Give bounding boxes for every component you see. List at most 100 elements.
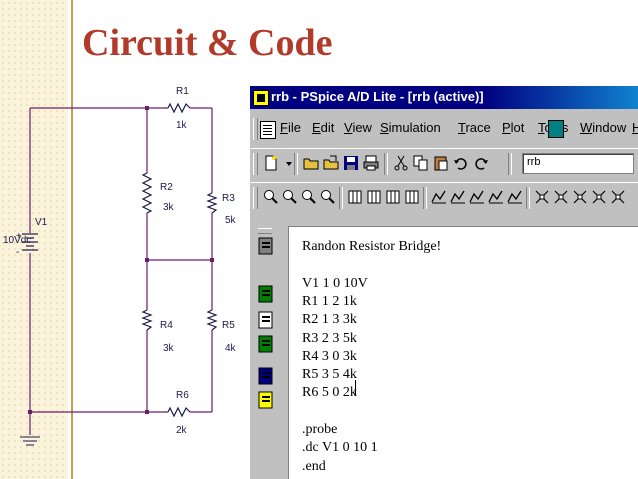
menu-accelerator: S xyxy=(380,120,389,135)
r5-label: R5 xyxy=(222,320,235,331)
toolbar-separator xyxy=(294,153,298,175)
pspice-window: rrb - PSpice A/D Lite - [rrb (active)] F… xyxy=(248,86,638,479)
code-line: .probe xyxy=(302,422,338,437)
save-icon[interactable] xyxy=(342,154,360,172)
fourier-icon[interactable] xyxy=(365,188,383,206)
performance-icon[interactable] xyxy=(384,188,402,206)
code-line: R2 1 3 3k xyxy=(302,312,357,328)
menu-label: iew xyxy=(352,120,372,135)
open-folder-icon[interactable] xyxy=(302,154,320,172)
mdi-child-icon[interactable] xyxy=(548,120,564,138)
menu-label: race xyxy=(465,120,491,135)
r6-label: R6 xyxy=(176,390,189,401)
r2-label: R2 xyxy=(160,182,173,193)
mark-label-icon[interactable] xyxy=(506,188,524,206)
r4-label: R4 xyxy=(160,320,173,331)
menu-accelerator: P xyxy=(502,120,511,135)
menu-window[interactable]: Window xyxy=(580,120,626,135)
window-title: rrb - PSpice A/D Lite - [rrb (active)] xyxy=(271,89,484,104)
app-icon[interactable] xyxy=(253,90,269,106)
menu-accelerator: V xyxy=(344,120,353,135)
side-toolbar-grip[interactable] xyxy=(258,228,272,234)
add-y-axis-icon[interactable] xyxy=(430,188,448,206)
toggle-cursor-icon[interactable] xyxy=(533,188,551,206)
menu-label: indow xyxy=(592,120,627,135)
zoom-out-icon[interactable] xyxy=(281,188,299,206)
r2-value: 3k xyxy=(163,202,175,213)
zoom-area-icon[interactable] xyxy=(300,188,318,206)
zoom-in-icon[interactable] xyxy=(262,188,280,206)
simulation-settings-icon[interactable] xyxy=(256,334,276,354)
netlist-icon[interactable] xyxy=(256,284,276,304)
menu-file[interactable]: File xyxy=(280,120,301,135)
redo-icon[interactable] xyxy=(472,154,490,172)
menubar-grip[interactable] xyxy=(253,118,258,140)
code-line: .end xyxy=(302,458,326,474)
cursor-slope-icon[interactable] xyxy=(590,188,608,206)
circuit-schematic: V1 10Vdc + - R1 1k R2 3k R3 5k R4 3k R5 … xyxy=(3,86,237,446)
menu-simulation[interactable]: Simulation xyxy=(380,120,441,135)
cursor-trough-icon[interactable] xyxy=(571,188,589,206)
log-y-icon[interactable] xyxy=(403,188,421,206)
code-line: R1 1 2 1k xyxy=(302,293,357,309)
toolbar-grip[interactable] xyxy=(253,187,258,209)
text-caret xyxy=(355,380,356,395)
probe-toolbar xyxy=(250,182,638,213)
toolbar-separator xyxy=(384,153,388,175)
v1-value: 10Vdc xyxy=(3,235,31,246)
dropdown-arrow-icon[interactable] xyxy=(280,154,292,172)
menu-view[interactable]: View xyxy=(344,120,372,135)
toolbar-separator xyxy=(423,187,427,209)
code-line: R4 3 0 3k xyxy=(302,348,357,364)
code-line: .dc V1 0 10 1 xyxy=(302,440,378,456)
standard-toolbar: rrb xyxy=(250,148,638,179)
zoom-fit-icon[interactable] xyxy=(319,188,337,206)
r1-label: R1 xyxy=(176,86,189,97)
slide-decoration-strip xyxy=(0,0,68,479)
paste-icon[interactable] xyxy=(432,154,450,172)
output-window-icon[interactable] xyxy=(256,390,276,410)
add-trace-icon[interactable] xyxy=(449,188,467,206)
cursor-min-icon[interactable] xyxy=(609,188,627,206)
menu-label: dit xyxy=(320,120,335,135)
menu-accelerator: F xyxy=(280,120,288,135)
menu-plot[interactable]: Plot xyxy=(502,120,524,135)
open-file-icon[interactable] xyxy=(322,154,340,172)
slide-title: Circuit & Code xyxy=(82,22,333,64)
print-icon[interactable] xyxy=(362,154,380,172)
toolbar-grip[interactable] xyxy=(253,153,258,175)
r3-label: R3 xyxy=(222,193,235,204)
window-titlebar[interactable]: rrb - PSpice A/D Lite - [rrb (active)] xyxy=(250,86,638,109)
cut-icon[interactable] xyxy=(392,154,410,172)
toolbar-separator xyxy=(339,187,343,209)
menu-accelerator: W xyxy=(580,120,593,135)
slide-divider xyxy=(71,0,73,479)
r1-value: 1k xyxy=(176,120,188,131)
log-x-icon[interactable] xyxy=(346,188,364,206)
menu-help[interactable]: Help xyxy=(632,120,638,135)
r6-value: 2k xyxy=(176,425,188,436)
copy-icon[interactable] xyxy=(412,154,430,172)
menu-label: imulation xyxy=(388,120,441,135)
toolbar-separator xyxy=(526,187,530,209)
simulate-icon[interactable] xyxy=(256,236,276,256)
new-file-icon[interactable] xyxy=(262,154,280,172)
r4-value: 3k xyxy=(163,343,175,354)
menu-edit[interactable]: Edit xyxy=(312,120,334,135)
eval-goal-icon[interactable] xyxy=(468,188,486,206)
undo-icon[interactable] xyxy=(452,154,470,172)
messages-icon[interactable] xyxy=(256,366,276,386)
menu-trace[interactable]: Trace xyxy=(458,120,491,135)
svg-text:+: + xyxy=(16,231,22,242)
menu-accelerator: E xyxy=(312,120,321,135)
cursor-peak-icon[interactable] xyxy=(552,188,570,206)
text-label-icon[interactable] xyxy=(487,188,505,206)
code-line: V1 1 0 10V xyxy=(302,275,368,291)
output-file-icon[interactable] xyxy=(256,310,276,330)
simulate-side-toolbar xyxy=(250,226,286,479)
document-menu-icon[interactable] xyxy=(260,121,276,139)
code-line: R6 5 0 2k xyxy=(302,385,357,401)
v1-label: V1 xyxy=(35,217,48,228)
simulation-profile-combo[interactable]: rrb xyxy=(522,153,634,174)
